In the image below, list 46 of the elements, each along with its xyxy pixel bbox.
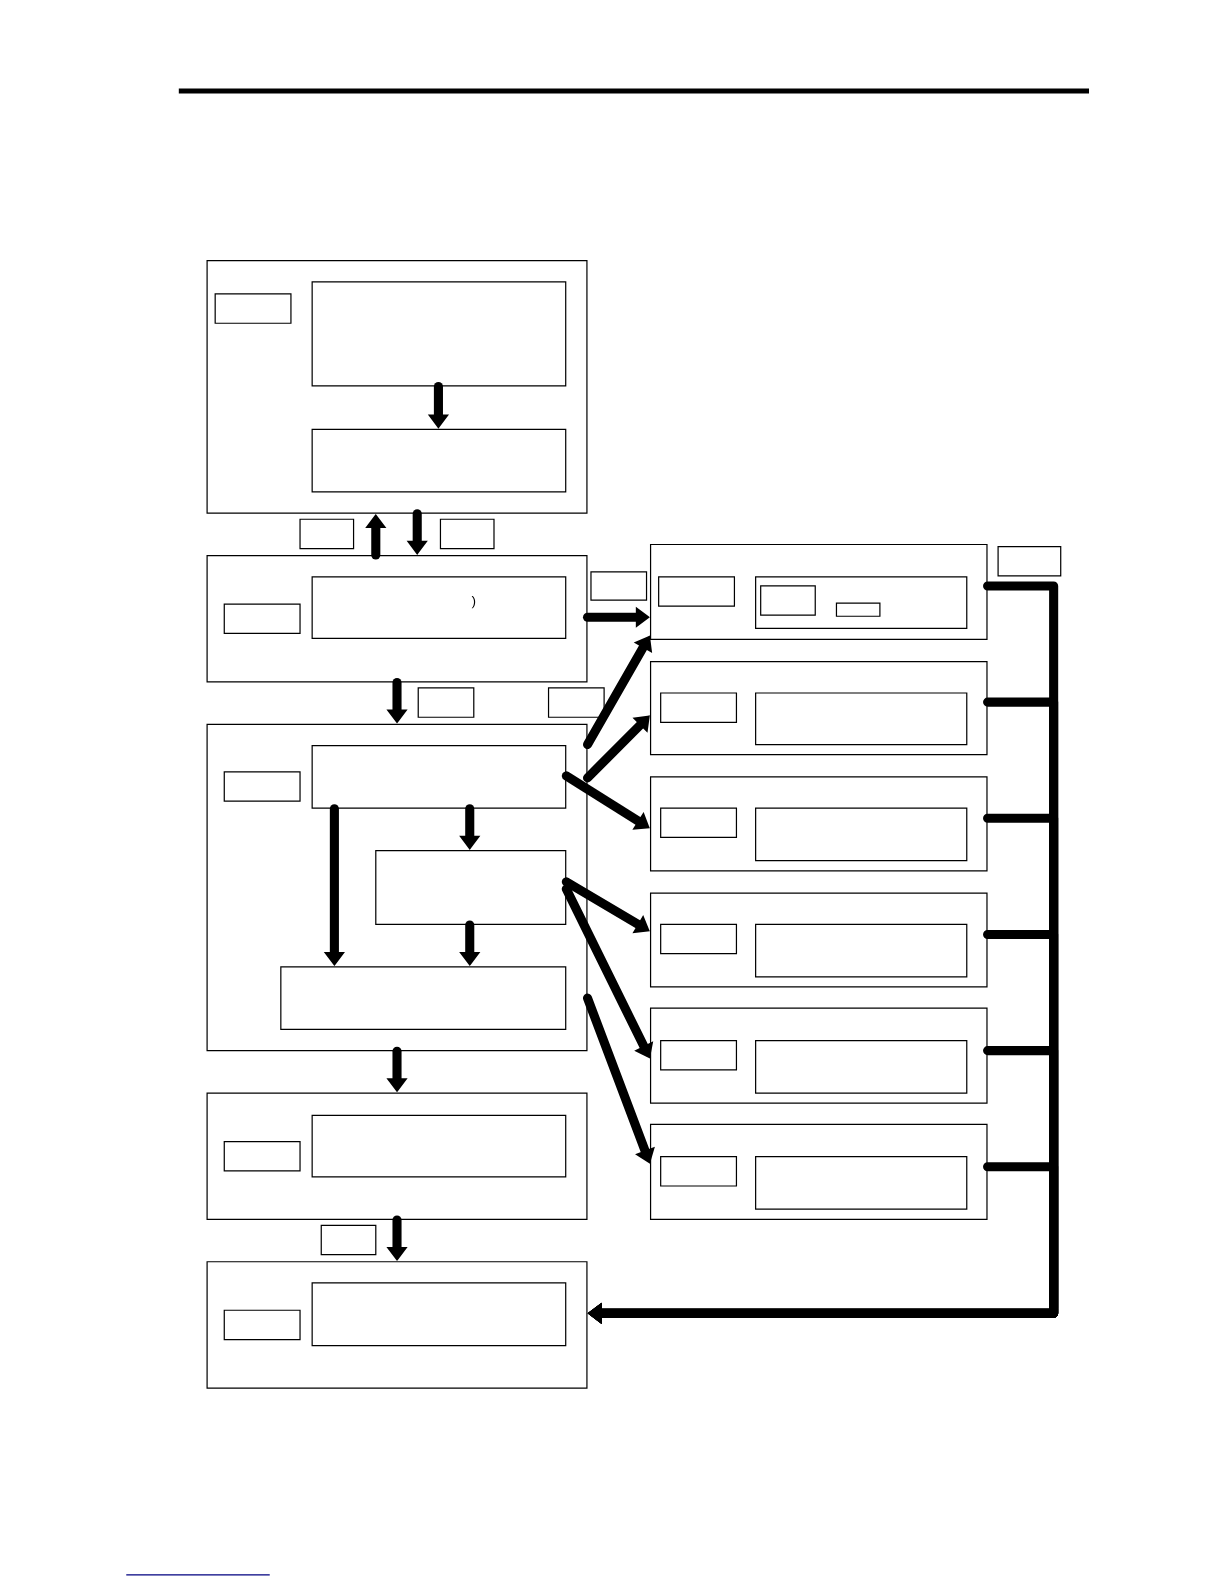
inner-box [223,1309,301,1341]
inner-box [223,771,301,802]
empty-box [206,1261,588,1389]
empty-box [649,1007,988,1104]
empty-box [997,545,1062,577]
text-box: ) [311,576,567,640]
empty-box [320,1224,377,1256]
inner-box [311,1114,567,1178]
inner-box [754,692,968,746]
inner-box [311,744,567,809]
arrow [582,715,650,783]
empty-box [206,1092,588,1220]
inner-box [657,576,735,607]
empty-box [547,687,605,718]
inner-box [311,428,567,493]
inner-box [311,1282,567,1347]
inner-box [223,603,301,634]
inner-box [754,576,968,629]
empty-box [590,571,647,601]
empty-box [206,260,588,514]
inner-box [659,1156,737,1187]
empty-box [439,518,495,550]
inner-box [659,692,737,723]
inner-box [754,1156,968,1210]
inner-box [280,966,567,1030]
inner-box [754,1039,968,1094]
inner-box [311,281,567,387]
inner-box [223,1140,301,1172]
empty-box [649,1123,988,1220]
inner-box [214,293,292,324]
inner-box [659,923,737,955]
empty-box [649,661,988,756]
empty-box [206,555,588,683]
empty-box [649,776,988,872]
inner-box [754,923,968,978]
inner-box [759,585,816,616]
inner-box [659,807,737,839]
empty-box [206,723,588,1052]
empty-box [299,518,354,550]
inner-box [835,602,881,617]
inner-box [754,807,968,862]
empty-box [649,543,988,641]
empty-box [649,892,988,988]
empty-box [417,687,475,718]
inner-box [375,850,567,925]
inner-box [659,1039,737,1071]
